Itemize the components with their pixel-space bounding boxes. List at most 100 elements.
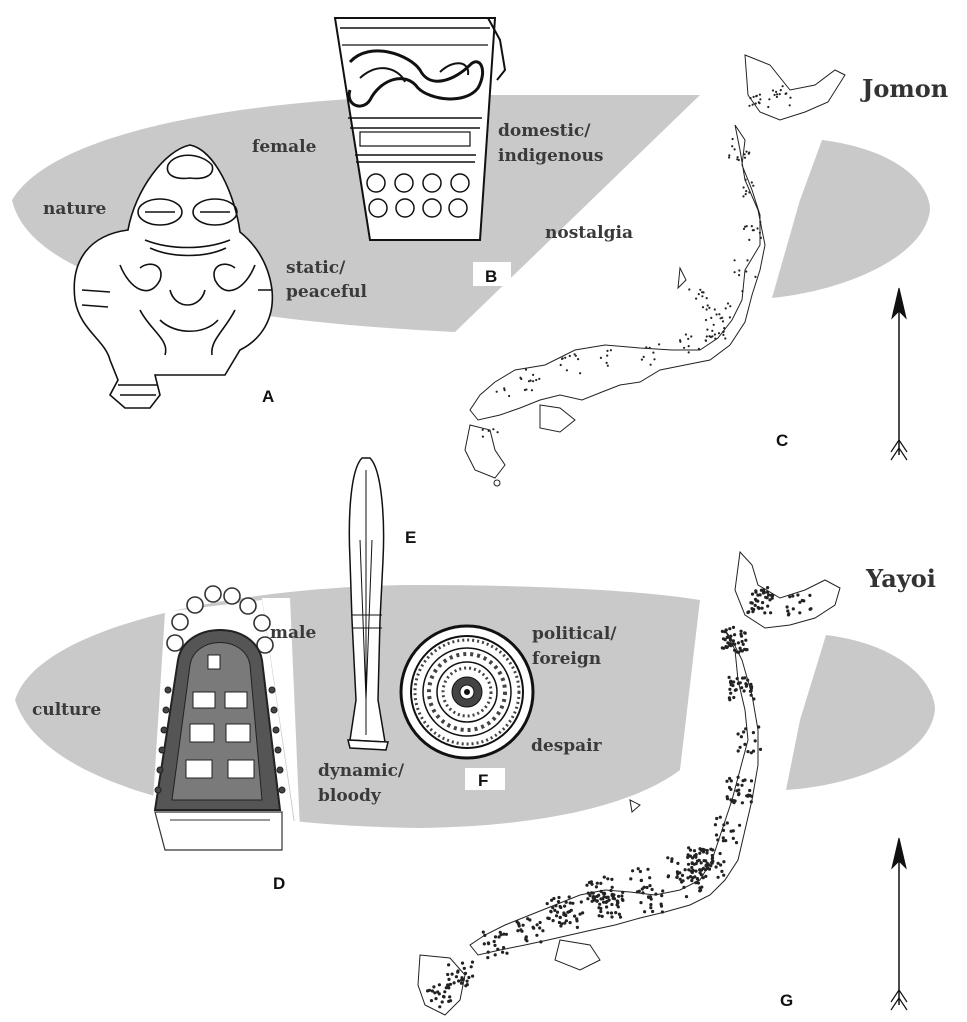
site-dot	[629, 877, 633, 881]
label-b-box	[473, 262, 511, 286]
site-dot	[680, 873, 685, 878]
site-dot	[733, 259, 736, 262]
site-dot	[738, 269, 741, 272]
site-dot	[694, 862, 698, 866]
site-dot	[670, 859, 674, 864]
site-dot	[621, 890, 625, 895]
site-dot	[743, 647, 747, 651]
site-dot	[606, 911, 610, 915]
term-foreign: foreign	[532, 649, 601, 669]
site-dot	[724, 307, 727, 310]
site-dot	[653, 358, 656, 361]
site-dot	[687, 345, 690, 348]
figure-label-f: F	[478, 771, 488, 790]
site-dot	[695, 877, 700, 881]
site-dot	[723, 638, 727, 642]
site-dot	[688, 288, 691, 291]
site-dot	[748, 104, 751, 107]
bronze-mirror-icon	[399, 624, 535, 760]
site-dot	[684, 333, 688, 336]
site-dot	[645, 885, 649, 890]
site-dot	[714, 865, 718, 869]
site-dot	[705, 335, 708, 338]
site-dot	[779, 89, 782, 92]
site-dot	[670, 857, 674, 861]
site-dot	[538, 920, 542, 925]
site-dot	[766, 586, 770, 590]
site-dot	[701, 876, 705, 880]
term-indigenous: indigenous	[498, 146, 604, 166]
site-dot	[675, 875, 679, 879]
site-dot	[610, 915, 614, 919]
site-dot	[460, 961, 465, 965]
site-dot	[758, 593, 762, 597]
site-dot	[698, 851, 702, 855]
site-dot	[606, 364, 609, 367]
site-dot	[748, 191, 751, 194]
site-dot	[589, 880, 594, 884]
site-dot	[434, 997, 438, 1001]
term-static: static/	[286, 258, 346, 278]
site-dot	[599, 906, 603, 911]
site-dot	[516, 929, 520, 933]
site-dot	[767, 593, 771, 597]
site-dot	[704, 859, 708, 863]
site-dot	[708, 335, 711, 338]
site-dot	[751, 229, 754, 232]
site-dot	[610, 885, 614, 889]
site-dot	[742, 186, 745, 189]
site-dot	[739, 735, 744, 739]
site-dot	[740, 801, 745, 805]
site-dot	[470, 960, 475, 964]
site-dot	[609, 349, 613, 352]
site-dot	[704, 318, 708, 322]
site-dot	[740, 639, 744, 644]
site-dot	[700, 885, 704, 889]
dogu-figurine-icon	[73, 144, 274, 409]
site-dot	[696, 881, 701, 885]
site-dot	[643, 910, 647, 914]
site-dot	[733, 148, 736, 151]
site-dot	[567, 895, 571, 899]
site-dot	[796, 593, 800, 597]
site-dot	[746, 793, 751, 797]
site-dot	[744, 684, 749, 688]
site-dot	[706, 304, 709, 307]
site-dot	[716, 875, 720, 879]
site-dot	[617, 912, 622, 916]
site-dot	[728, 776, 732, 781]
site-dot	[639, 901, 643, 905]
site-dot	[658, 343, 661, 346]
site-dot	[486, 941, 490, 945]
site-dot	[744, 682, 748, 686]
site-dot	[728, 156, 731, 159]
site-dot	[684, 895, 689, 899]
site-dot	[586, 897, 590, 901]
site-dot	[728, 643, 732, 647]
site-dot	[579, 900, 583, 904]
site-dot	[535, 933, 539, 937]
site-dot	[734, 841, 739, 845]
site-dot	[660, 894, 664, 898]
site-dot	[433, 991, 437, 995]
site-dot	[654, 892, 658, 896]
site-dot	[731, 836, 735, 841]
site-dot	[588, 893, 592, 898]
site-dot	[736, 775, 740, 779]
site-dot	[745, 225, 748, 228]
site-dot	[713, 333, 717, 336]
site-dot	[744, 178, 747, 181]
site-dot	[769, 611, 773, 615]
site-dot	[519, 376, 522, 379]
site-dot	[775, 95, 779, 98]
site-dot	[736, 641, 741, 645]
site-dot	[687, 351, 690, 354]
site-dot	[729, 779, 733, 783]
site-dot	[708, 306, 711, 309]
site-dot	[776, 93, 779, 96]
site-dot	[447, 986, 451, 990]
site-dot	[727, 675, 731, 680]
site-dot	[750, 225, 753, 228]
site-dot	[564, 913, 568, 918]
